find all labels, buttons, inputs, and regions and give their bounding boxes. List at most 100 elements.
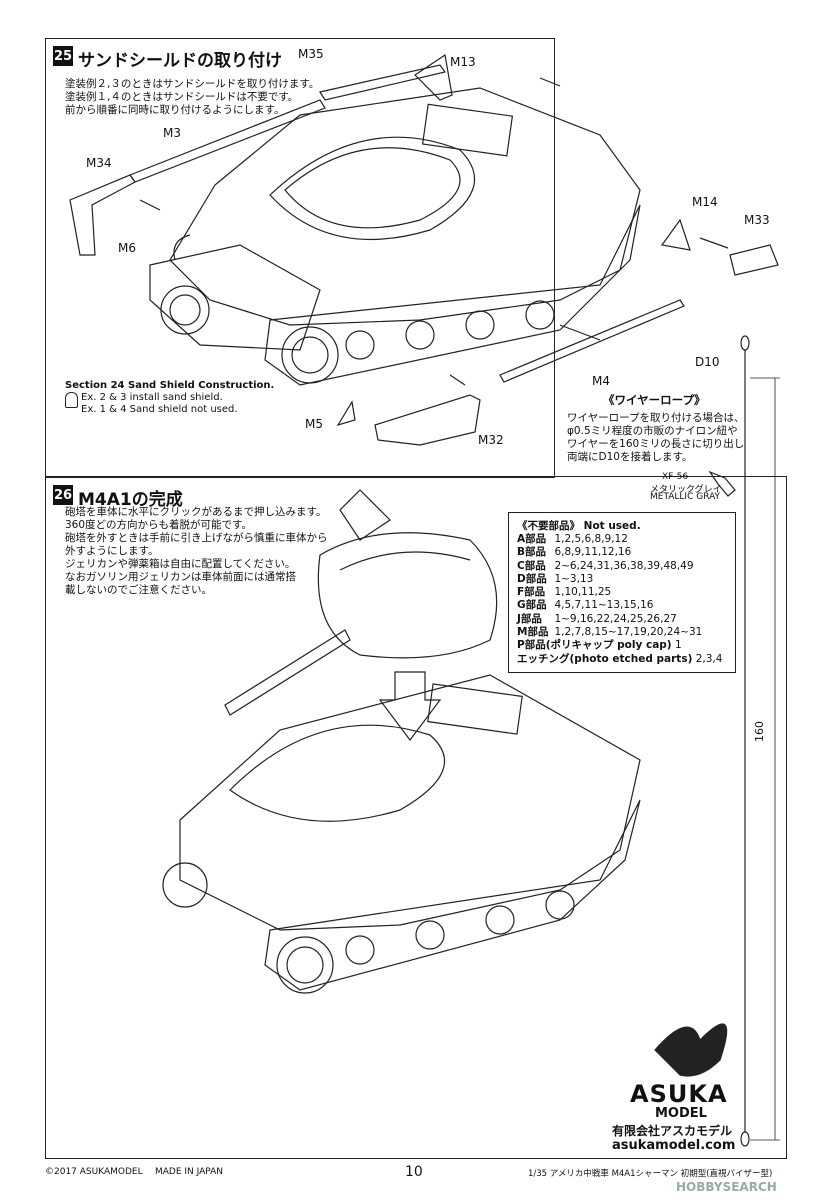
- wire-eye-bottom: [740, 1131, 750, 1147]
- unused-part-name: P部品(ポリキャップ poly cap): [517, 639, 672, 652]
- track-front-26: [264, 799, 641, 991]
- step-26-note-3: 砲塔を外すときは手前に引き上げながら慎重に車体から: [65, 532, 328, 544]
- wire-note-3: ワイヤーを160ミリの長さに切り出し: [567, 438, 745, 450]
- unused-part-list: 6,8,9,11,12,16: [554, 546, 632, 559]
- unused-row: J部品 1~9,16,22,24,25,26,27: [517, 613, 708, 626]
- unused-part-name: J部品: [517, 612, 542, 625]
- turret-26: [317, 532, 498, 659]
- tank-hull-26: [179, 674, 641, 931]
- step-26-note-2: 360度どの方向からも着脱が可能です。: [65, 519, 252, 531]
- brand-url: asukamodel.com: [612, 1138, 736, 1153]
- unused-part-name: C部品: [517, 559, 546, 572]
- label-m32: M32: [478, 433, 504, 447]
- section-note: Section 24 Sand Shield Construction. Ex.…: [65, 380, 274, 416]
- lock-icon: [65, 392, 78, 408]
- brand-company: 有限会社アスカモデル: [612, 1124, 733, 1138]
- unused-row-poly: P部品(ポリキャップ poly cap) 1: [517, 639, 727, 652]
- tank-hull-25: [169, 87, 641, 326]
- part-m35: [319, 64, 447, 101]
- part-m33: [729, 244, 779, 276]
- label-m4: M4: [592, 374, 610, 388]
- step-25-notes: 塗装例２,３のときはサンドシールドを取り付けます。 塗装例１,４のときはサンドシ…: [65, 78, 319, 117]
- step-26-note-6: なおガソリン用ジェリカンは車体前面には通常搭: [65, 571, 296, 583]
- part-m5: [336, 400, 356, 427]
- step-26-notes: 砲塔を車体に水平にクリックがあるまで押し込みます。 360度どの方向からも着脱が…: [65, 506, 328, 597]
- dimension-length: 160: [753, 721, 766, 742]
- unused-part-name: エッチング(photo etched parts): [517, 652, 693, 665]
- wire-eye-top: [740, 335, 750, 351]
- label-m34: M34: [86, 156, 112, 170]
- part-m34: [69, 174, 136, 256]
- footer-product: 1/35 アメリカ中戦車 M4A1シャーマン 初期型(直視バイザー型): [528, 1169, 773, 1179]
- wire-note-1: ワイヤーロープを取り付ける場合は、: [567, 412, 745, 424]
- part-m13: [414, 53, 453, 101]
- step-26-note-5: ジェリカンや弾薬箱は自由に配置してください。: [65, 558, 296, 570]
- part-m32: [374, 394, 481, 446]
- brand-logo-bird: [654, 1023, 728, 1077]
- unused-part-list: 1~3,13: [554, 572, 594, 585]
- step-25-note-3: 前から順番に同時に取り付けるようにします。: [65, 104, 285, 116]
- unused-part-list: 4,5,7,11~13,15,16: [554, 599, 654, 612]
- label-m3: M3: [163, 126, 181, 140]
- paint-code: XF-56: [662, 472, 689, 482]
- step-26-frame: [45, 476, 787, 1159]
- unused-part-list: 1,2,5,6,8,9,12: [554, 533, 628, 545]
- paint-name: メタリックグレイ: [650, 485, 722, 495]
- unused-part-name: A部品: [517, 533, 547, 545]
- unused-row: M部品 1,2,7,8,15~17,19,20,24~31: [517, 626, 708, 639]
- unused-row: F部品 1,10,11,25: [517, 586, 708, 599]
- unused-part-name: G部品: [517, 599, 547, 612]
- unused-part-name: D部品: [517, 572, 547, 585]
- step-25-number: 25: [53, 46, 73, 66]
- label-m5: M5: [305, 417, 323, 431]
- brand-name: ASUKA: [630, 1080, 728, 1108]
- step-26-note-7: 載しないのでご注意ください。: [65, 584, 212, 596]
- unused-part-list: 1,10,11,25: [554, 586, 612, 599]
- unused-row: G部品 4,5,7,11~13,15,16: [517, 599, 708, 612]
- section-note-title: Section 24 Sand Shield Construction.: [65, 380, 275, 391]
- unused-row: D部品 1~3,13: [517, 573, 708, 586]
- wire-rope-heading: 《ワイヤーロープ》: [603, 393, 706, 407]
- unused-row: C部品 2~6,24,31,36,38,39,48,49: [517, 560, 708, 573]
- label-m35: M35: [298, 47, 324, 61]
- unused-parts-heading: 《不要部品》 Not used.: [517, 520, 641, 532]
- footer-made: MADE IN JAPAN: [155, 1167, 224, 1177]
- label-m6: M6: [118, 241, 136, 255]
- unused-row-etched: エッチング(photo etched parts) 2,3,4: [517, 653, 727, 666]
- part-m4: [499, 299, 685, 383]
- paint-name-en: METALLIC GRAY: [650, 492, 721, 502]
- unused-part-name: F部品: [517, 586, 546, 599]
- footer-page-number: 10: [405, 1164, 423, 1180]
- gun-barrel: [224, 629, 351, 716]
- wire-note-2: φ0.5ミリ程度の市販のナイロン紐や: [567, 425, 738, 437]
- unused-row: A部品 1,2,5,6,8,9,12: [517, 533, 708, 546]
- step-26-title: M4A1の完成: [78, 490, 183, 510]
- wire-rope-notes: ワイヤーロープを取り付ける場合は、 φ0.5ミリ程度の市販のナイロン紐や ワイヤ…: [567, 412, 745, 464]
- step-26-note-1: 砲塔を車体に水平にクリックがあるまで押し込みます。: [65, 506, 327, 518]
- label-m14: M14: [692, 195, 718, 209]
- step-25-title: サンドシールドの取り付け: [78, 51, 282, 71]
- step-26-note-4: 外すようにします。: [65, 545, 159, 557]
- label-m13: M13: [450, 55, 476, 69]
- unused-part-name: M部品: [517, 626, 549, 639]
- label-d10: D10: [695, 355, 720, 369]
- section-note-ex23: Ex. 2 & 3 install sand shield.: [65, 392, 274, 404]
- step-25-frame: [45, 38, 555, 478]
- section-note-ex23-text: Ex. 2 & 3 install sand shield.: [81, 392, 223, 403]
- unused-part-list: 2~6,24,31,36,38,39,48,49: [554, 559, 694, 572]
- unused-part-list: 1~9,16,22,24,25,26,27: [554, 612, 677, 625]
- label-m33: M33: [744, 213, 770, 227]
- footer-copyright: ©2017 ASUKAMODEL: [45, 1167, 143, 1177]
- unused-part-list: 2,3,4: [695, 652, 723, 665]
- step-26-number: 26: [53, 485, 73, 505]
- section-note-ex14: Ex. 1 & 4 Sand shield not used.: [65, 404, 274, 416]
- unused-part-list: 1,2,7,8,15~17,19,20,24~31: [554, 626, 703, 639]
- step-25-note-2: 塗装例１,４のときはサンドシールドは不要です。: [65, 91, 299, 103]
- track-front-25: [264, 204, 641, 386]
- watermark: HOBBYSEARCH: [676, 1180, 777, 1194]
- unused-part-list: 1: [674, 639, 682, 652]
